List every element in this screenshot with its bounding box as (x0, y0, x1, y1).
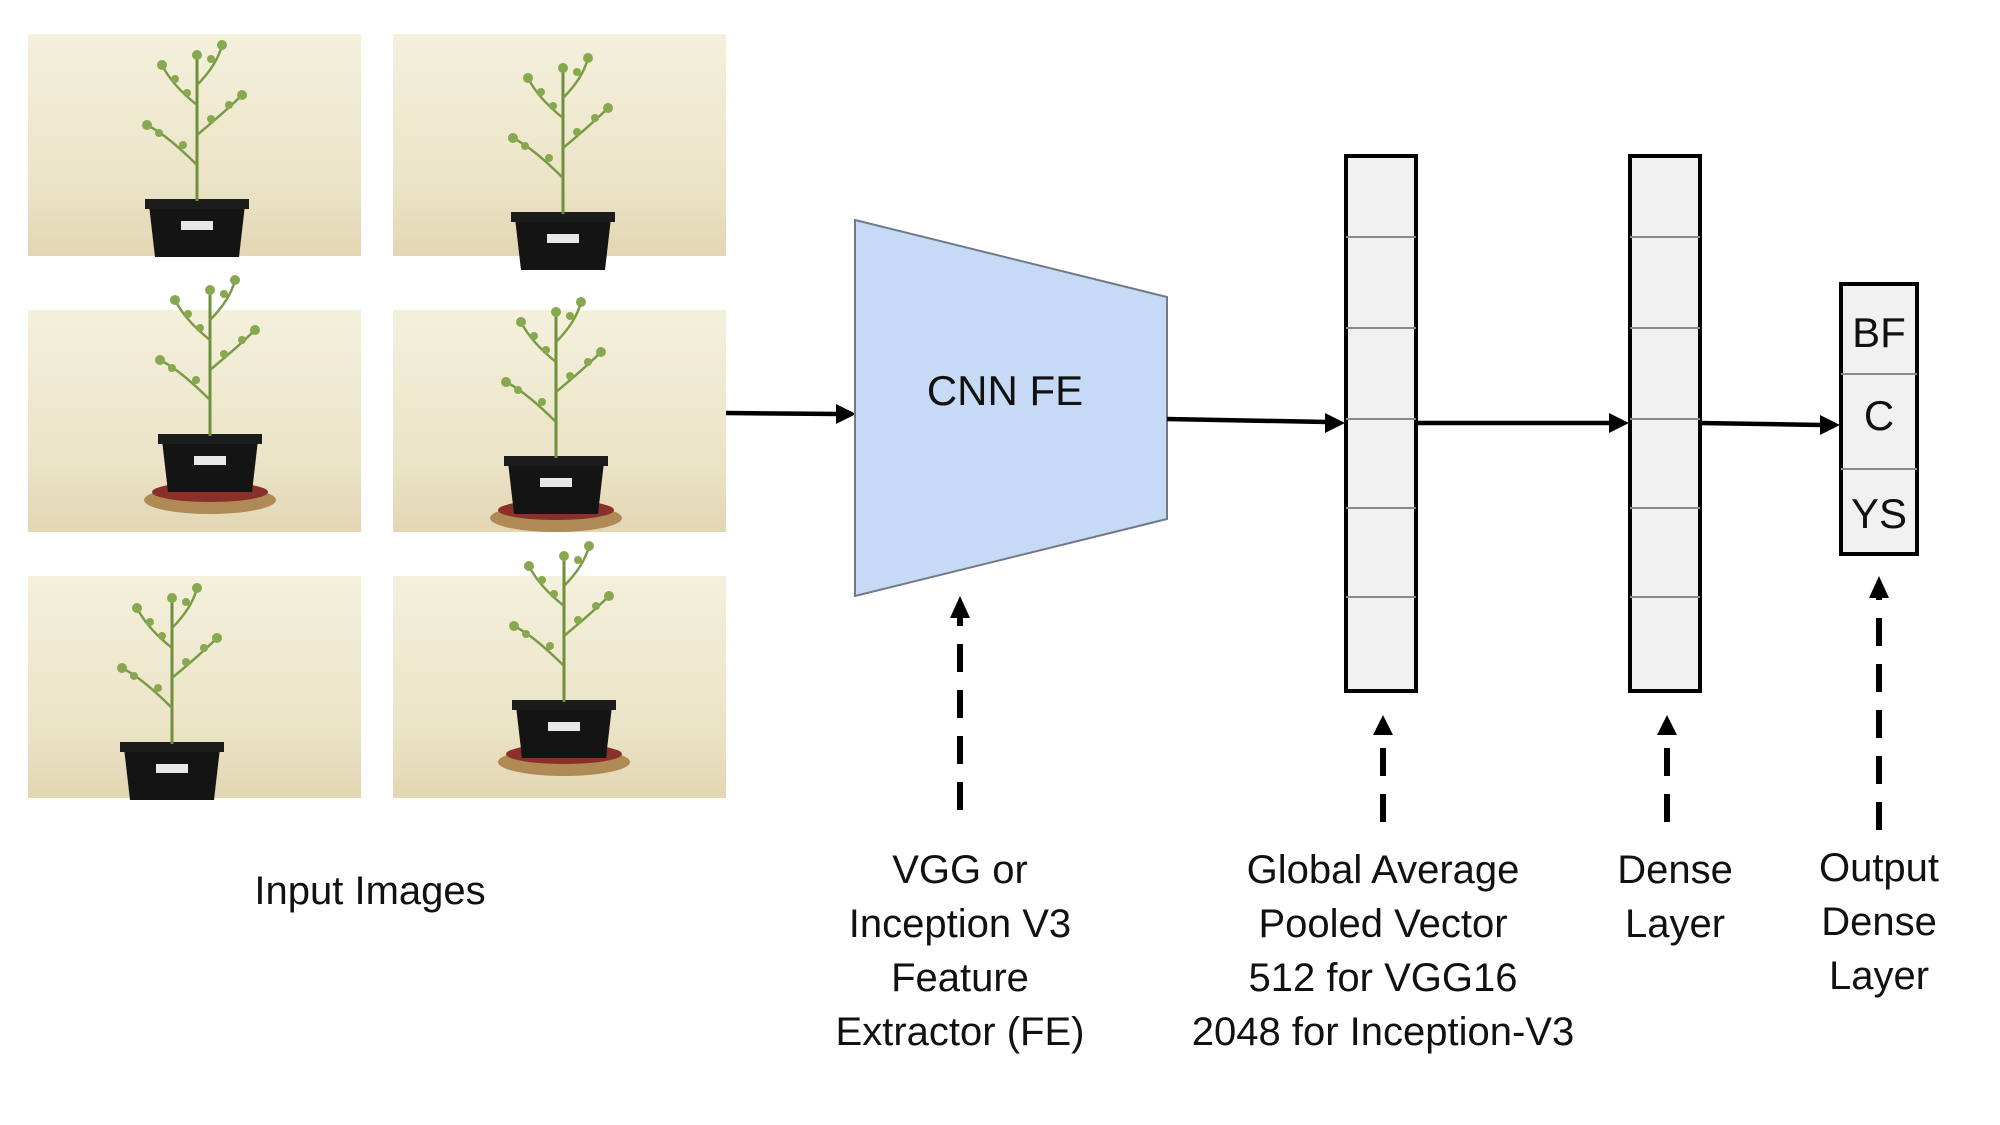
cnn-feature-extractor: CNN FE (854, 218, 1168, 598)
output-caption-line: Output (1819, 846, 1939, 890)
dense-caption: Dense Layer (1617, 848, 1733, 946)
dashed-arrow-dense (1657, 715, 1677, 822)
output-layer: BF C YS (1839, 282, 1919, 556)
input-image-6 (393, 539, 726, 798)
fe-caption-line: Feature (891, 956, 1029, 1000)
input-images-caption: Input Images (254, 869, 485, 913)
cnn-fe-label: CNN FE (927, 367, 1083, 414)
gap-caption-line: Global Average (1247, 848, 1520, 892)
fe-caption-line: VGG or (892, 848, 1028, 892)
dense-layer (1628, 154, 1702, 693)
input-image-4 (393, 295, 726, 532)
input-image-1 (28, 34, 361, 259)
input-image-2 (393, 34, 726, 272)
dense-caption-line: Layer (1625, 902, 1725, 946)
output-caption: Output Dense Layer (1819, 846, 1939, 998)
dashed-arrow-fe (950, 596, 970, 810)
fe-caption: VGG or Inception V3 Feature Extractor (F… (836, 848, 1085, 1054)
output-caption-line: Dense (1821, 900, 1937, 944)
arrow-images-to-cnn (725, 404, 856, 424)
dense-caption-line: Dense (1617, 848, 1733, 892)
gap-caption: Global Average Pooled Vector 512 for VGG… (1192, 848, 1574, 1054)
dashed-arrow-output (1869, 576, 1889, 830)
output-c: C (1864, 392, 1894, 439)
dashed-arrow-gap (1373, 715, 1393, 822)
arrow-gap-to-dense (1416, 413, 1629, 433)
fe-caption-line: Inception V3 (849, 902, 1071, 946)
gap-caption-line: Pooled Vector (1258, 902, 1507, 946)
gap-vector (1344, 154, 1418, 693)
arrow-dense-to-output (1699, 415, 1840, 435)
arrow-cnn-to-gap (1166, 413, 1345, 433)
output-bf: BF (1852, 309, 1906, 356)
input-image-3 (28, 273, 361, 532)
input-image-5 (28, 576, 361, 802)
output-caption-line: Layer (1829, 954, 1929, 998)
gap-caption-line: 512 for VGG16 (1248, 956, 1517, 1000)
output-ys: YS (1851, 490, 1907, 537)
gap-caption-line: 2048 for Inception-V3 (1192, 1010, 1574, 1054)
input-images-grid (28, 34, 726, 802)
fe-caption-line: Extractor (FE) (836, 1010, 1085, 1054)
